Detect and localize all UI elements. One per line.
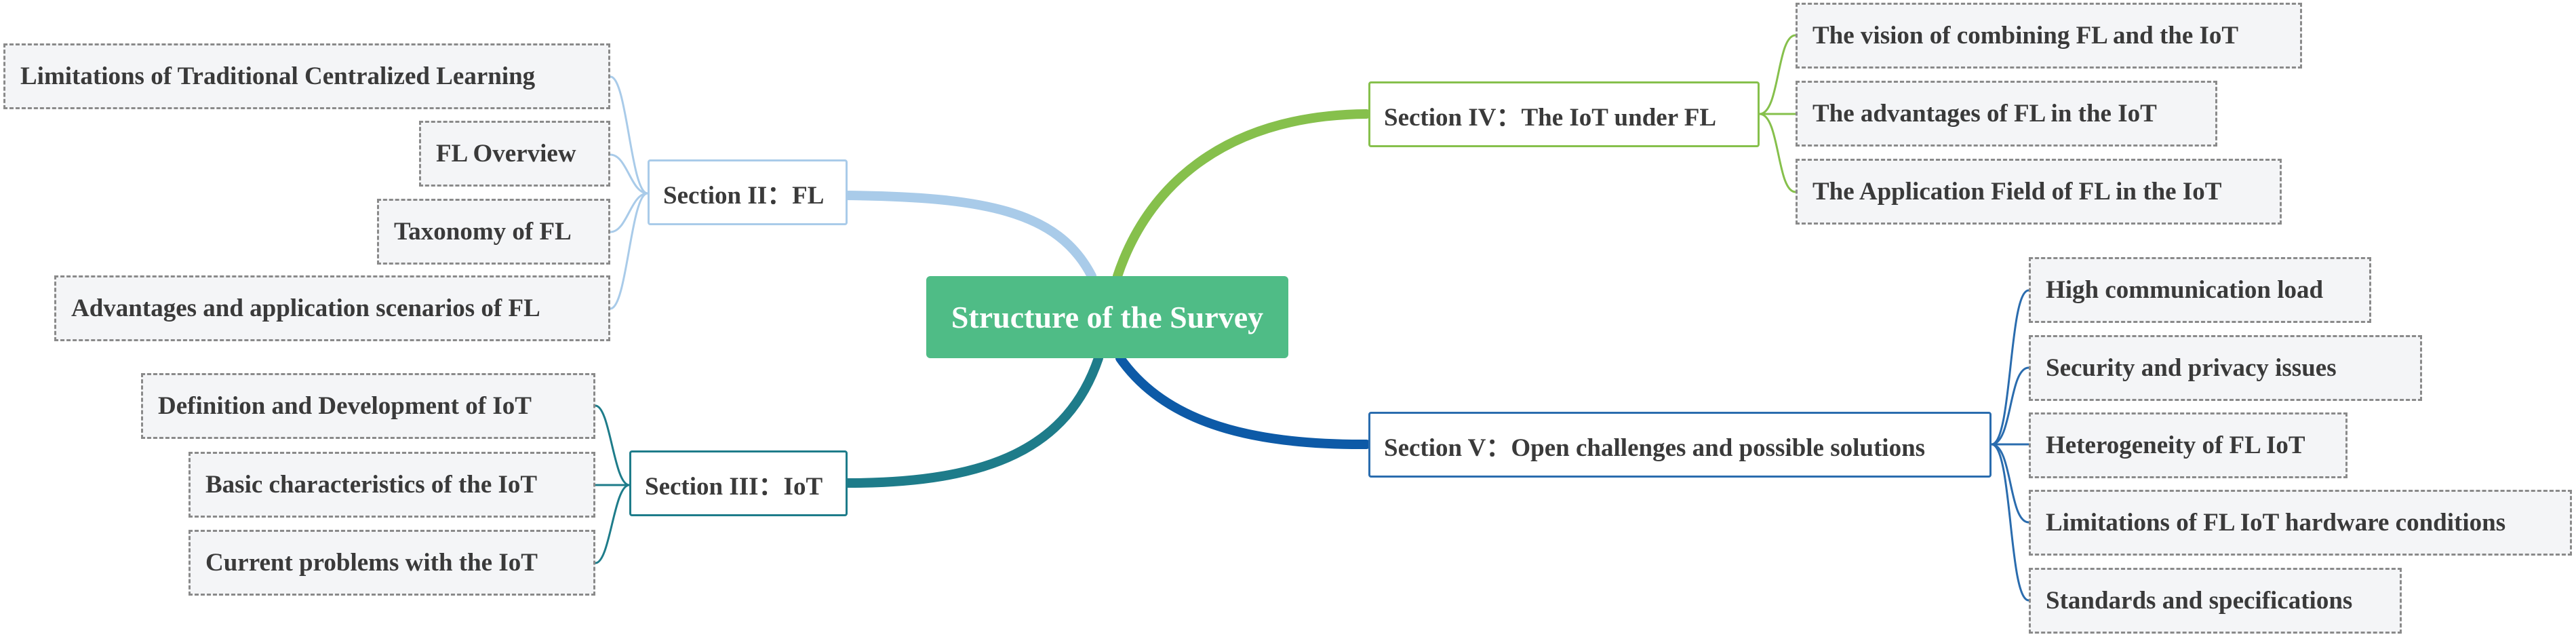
- branch-to-section-iv: [1113, 109, 1371, 281]
- fl-limitations-node: Limitations of Traditional Centralized L…: [3, 43, 610, 109]
- connector-fl-2: [610, 153, 648, 195]
- fl-advantages-node: Advantages and application scenarios of …: [54, 275, 610, 341]
- connector-iot-3: [595, 484, 630, 564]
- connector-v-4: [1991, 443, 2029, 524]
- connector-iv-3: [1759, 113, 1796, 193]
- root-node: Structure of the Survey: [926, 276, 1288, 358]
- v-heterogeneity-node: Heterogeneity of FL IoT: [2029, 412, 2347, 478]
- fl-taxonomy-node: Taxonomy of FL: [377, 199, 610, 265]
- v-security-privacy-node: Security and privacy issues: [2029, 335, 2422, 401]
- v-communication-load-node: High communication load: [2029, 257, 2371, 323]
- iv-application-field-node: The Application Field of FL in the IoT: [1796, 159, 2282, 225]
- connector-v-1: [1991, 289, 2029, 446]
- connector-v-5: [1991, 443, 2029, 602]
- v-standards-node: Standards and specifications: [2029, 568, 2402, 634]
- section-iii-iot-node: Section III：IoT: [629, 450, 848, 516]
- branch-to-section-iii: [843, 353, 1103, 488]
- connector-fl-4: [610, 192, 648, 310]
- connector-fl-3: [610, 192, 648, 233]
- iot-problems-node: Current problems with the IoT: [189, 530, 595, 596]
- iot-definition-node: Definition and Development of IoT: [141, 373, 595, 439]
- branch-to-section-ii: [839, 191, 1096, 281]
- connector-v-2: [1991, 366, 2029, 446]
- connector-iv-1: [1759, 34, 1796, 115]
- connector-iot-1: [595, 404, 630, 486]
- section-v-challenges-node: Section V：Open challenges and possible s…: [1368, 412, 1992, 478]
- v-hardware-limitations-node: Limitations of FL IoT hardware condition…: [2029, 490, 2572, 556]
- branch-to-section-v: [1115, 353, 1371, 450]
- connector-fl-1: [610, 75, 648, 195]
- iv-advantages-node: The advantages of FL in the IoT: [1796, 81, 2217, 147]
- section-iv-iot-under-fl-node: Section IV：The IoT under FL: [1368, 81, 1760, 147]
- iv-vision-node: The vision of combining FL and the IoT: [1796, 3, 2302, 69]
- fl-overview-node: FL Overview: [419, 121, 610, 187]
- section-ii-fl-node: Section II：FL: [648, 159, 848, 225]
- iot-characteristics-node: Basic characteristics of the IoT: [189, 452, 595, 518]
